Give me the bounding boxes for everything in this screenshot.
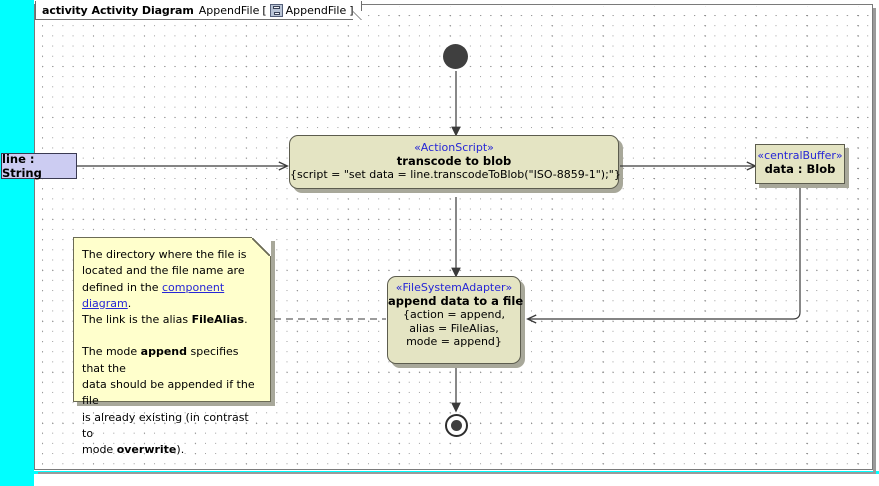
note-line-2: located and the file name are xyxy=(82,264,245,278)
note-line-5-post: specifies that the xyxy=(82,345,239,375)
frame-diagram-type: Activity Diagram xyxy=(91,3,194,17)
frame-bracket-open: [ xyxy=(262,3,267,17)
frame-bracket-close: ] xyxy=(349,3,354,17)
note-line-3-pre: defined in the xyxy=(82,280,162,294)
bottom-mask xyxy=(0,474,879,486)
append-action-body-line1: {action = append, xyxy=(403,308,505,321)
input-pin-label: line : String xyxy=(2,152,42,180)
note-line-8-pre: mode xyxy=(82,443,117,457)
central-buffer-name: data : Blob xyxy=(764,162,836,176)
note-fold-corner xyxy=(252,237,271,256)
frame-keyword: activity xyxy=(42,3,88,17)
frame-shadow-bottom xyxy=(38,472,876,475)
selection-strip-left xyxy=(0,0,34,471)
append-action-body-line2: alias = FileAlias, xyxy=(409,321,499,335)
note-filealias-bold: FileAlias xyxy=(191,313,245,327)
component-diagram-link[interactable]: component diagram xyxy=(82,280,225,310)
input-pin-line-string[interactable]: line : String xyxy=(1,152,77,180)
append-action-name: append data to a file xyxy=(388,294,524,308)
note-line-3: defined in the component diagram. xyxy=(82,280,260,313)
transcode-action-stereotype: «ActionScript» xyxy=(414,141,494,154)
explanatory-note[interactable]: The directory where the file is located … xyxy=(73,237,271,456)
activity-diagram-icon xyxy=(269,3,283,17)
append-action-stereotype: «FileSystemAdapter» xyxy=(395,281,513,294)
activity-final-node[interactable] xyxy=(445,414,468,437)
note-overwrite-bold: overwrite xyxy=(116,443,177,457)
note-line-5-pre: The mode xyxy=(82,345,141,359)
transcode-action-node[interactable]: «ActionScript» transcode to blob {script… xyxy=(289,135,621,189)
selection-strip-left-lower xyxy=(0,471,34,486)
note-line-4-pre: The link is the alias xyxy=(82,313,192,327)
note-line-5: The mode append specifies that the xyxy=(82,344,260,377)
central-buffer-node[interactable]: «centralBuffer» data : Blob xyxy=(755,144,845,184)
note-line-7: is already existing (in contrast to xyxy=(82,410,249,440)
note-line-8: mode overwrite). xyxy=(82,442,260,458)
frame-header-tab[interactable]: activity Activity Diagram AppendFile [ A… xyxy=(35,1,362,20)
transcode-action-body: {script = "set data = line.transcodeToBl… xyxy=(290,168,621,181)
central-buffer-stereotype: «centralBuffer» xyxy=(757,149,843,162)
transcode-action-name: transcode to blob xyxy=(396,154,512,168)
initial-node[interactable] xyxy=(443,44,468,69)
note-line-4-post: . xyxy=(244,313,248,327)
note-line-4: The link is the alias FileAlias. xyxy=(82,312,260,328)
note-line-8-post: ). xyxy=(176,443,185,457)
frame-tab-corner xyxy=(352,11,362,20)
append-action-node[interactable]: «FileSystemAdapter» append data to a fil… xyxy=(387,276,524,364)
note-line-1: The directory where the file is xyxy=(82,248,247,261)
note-line-3-post: . xyxy=(127,296,132,310)
note-paragraph-gap xyxy=(82,328,260,344)
frame-shadow-right xyxy=(873,8,876,474)
note-line-6: data should be appended if the file xyxy=(82,378,255,408)
note-append-bold: append xyxy=(140,345,187,359)
frame-name: AppendFile xyxy=(198,3,260,17)
append-action-body-line3: mode = append} xyxy=(406,335,502,348)
frame-param-name: AppendFile xyxy=(285,3,347,17)
